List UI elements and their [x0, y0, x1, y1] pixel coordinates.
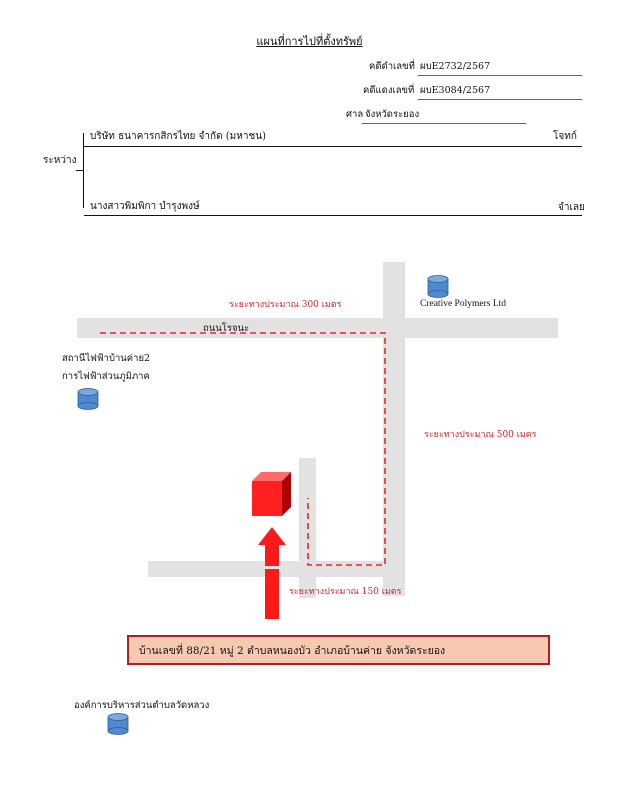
road-name-label: ถนนโรจนะ	[203, 323, 250, 334]
distance-500-label: ระยะทางประมาณ 500 เมตร	[424, 430, 537, 440]
arrow-head	[258, 527, 286, 566]
property-cube-front	[252, 481, 282, 516]
landmark-substation-line2: การไฟฟ้าส่วนภูมิภาค	[62, 371, 150, 382]
defendant-line	[84, 215, 582, 216]
plaintiff-name: บริษัท ธนาคารกสิกรไทย จำกัด (มหาชน)	[90, 131, 266, 142]
route-line	[100, 332, 386, 566]
road-vertical-main	[383, 262, 405, 596]
red-case-underline	[418, 99, 582, 100]
property-address-box: บ้านเลขที่ 88/21 หมู่ 2 ตำบลหนองบัว อำเภ…	[127, 635, 550, 665]
court-underline	[362, 123, 526, 124]
plaintiff-line	[84, 146, 582, 147]
plaintiff-role: โจทก์	[553, 131, 577, 142]
landmark-substation-line1: สถานีไฟฟ้าบ้านค่าย2	[62, 353, 151, 364]
black-case-number: ผบE2732/2567	[420, 61, 491, 72]
landmark-creative-polymers: Creative Polymers Ltd	[420, 299, 507, 309]
distance-300-label: ระยะทางประมาณ 300 เมตร	[229, 300, 342, 310]
black-case-underline	[418, 75, 582, 76]
bracket-tick	[76, 170, 84, 171]
red-case-label: คดีแดงเลขที่	[363, 85, 415, 96]
cylinder-icon-obt	[107, 713, 129, 735]
road-horizontal-main	[77, 318, 558, 338]
cylinder-icon-substation	[77, 388, 99, 410]
court-name: จังหวัดระยอง	[365, 109, 420, 120]
court-label: ศาล	[346, 109, 364, 120]
landmark-obt: องค์การบริหารส่วนตำบลวัดหลวง	[74, 700, 210, 711]
red-case-number: ผบE3084/2567	[420, 85, 491, 96]
property-address: บ้านเลขที่ 88/21 หมู่ 2 ตำบลหนองบัว อำเภ…	[139, 644, 446, 657]
between-label: ระหว่าง	[43, 155, 77, 166]
property-cube-top	[252, 472, 291, 481]
black-case-label: คดีดำเลขที่	[369, 61, 415, 72]
arrow-shaft	[265, 569, 279, 619]
property-cube-side	[282, 472, 291, 516]
distance-150-label: ระยะทางประมาณ 150 เมตร	[289, 587, 402, 597]
cylinder-icon-creative	[427, 275, 449, 298]
page-title: แผนที่การไปที่ตั้งทรัพย์	[256, 35, 363, 48]
defendant-name: นางสาวพิมพิกา บำรุงพงษ์	[90, 201, 200, 212]
defendant-role: จำเลย	[558, 202, 585, 213]
